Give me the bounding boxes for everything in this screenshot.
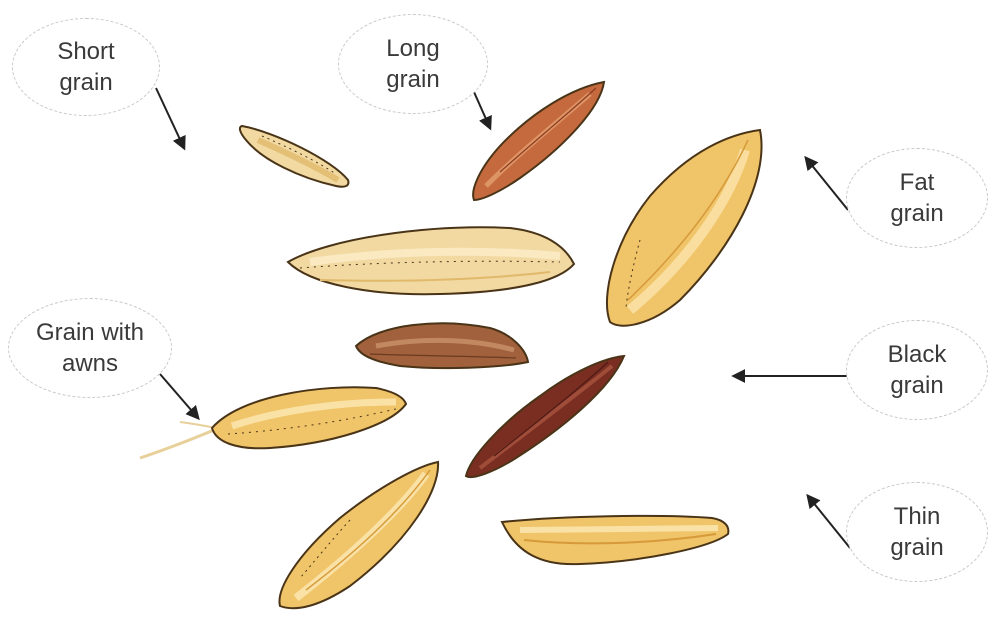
arrow-thin-grain [808, 496, 850, 548]
arrow-grain-with-awns [160, 374, 198, 418]
short-grain [240, 126, 349, 187]
label-long-grain: Long grain [338, 14, 488, 114]
long-grain-pale [288, 227, 574, 294]
black-grain [466, 356, 624, 477]
arrow-short-grain [156, 88, 184, 148]
long-grain-red [473, 82, 604, 200]
arrow-long-grain [474, 92, 490, 128]
label-fat-grain: Fat grain [846, 148, 988, 248]
long-grain-diagonal [280, 462, 439, 608]
label-short-grain: Short grain [12, 18, 160, 116]
thin-grain [502, 516, 728, 564]
brown-grain [356, 323, 528, 368]
label-thin-grain: Thin grain [846, 482, 988, 582]
arrow-fat-grain [806, 158, 848, 210]
fat-grain [607, 130, 762, 326]
label-grain-with-awns: Grain with awns [8, 298, 172, 398]
label-black-grain: Black grain [846, 320, 988, 420]
